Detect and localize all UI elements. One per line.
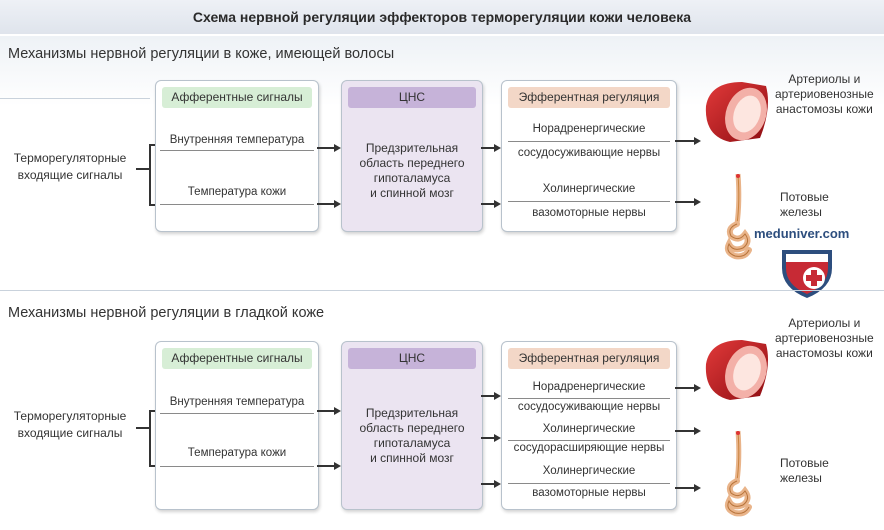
- arrow-head-icon: [334, 200, 341, 208]
- arrow-head-icon: [334, 462, 341, 470]
- arrow-line: [317, 465, 335, 467]
- shield-logo-icon: [782, 250, 832, 298]
- efferent-item-line2: вазомоторные нервы: [532, 487, 646, 499]
- efferent-divider: [508, 201, 670, 202]
- efferent-item-line1: Холинергические: [542, 423, 636, 435]
- bracket-top: [149, 144, 155, 146]
- efferent-item-line2: вазомоторные нервы: [532, 207, 646, 219]
- arrow-line: [675, 201, 695, 203]
- bracket-stub: [136, 168, 150, 170]
- arrow-line: [481, 147, 495, 149]
- efferent-divider: [508, 483, 670, 484]
- cns-box-2: ЦНС Предзрительная область переднего гип…: [341, 341, 483, 510]
- arrow-head-icon: [694, 484, 701, 492]
- signal-skin-temp-2: Температура кожи: [187, 447, 287, 459]
- arrow-head-icon: [494, 392, 501, 400]
- bracket-bottom: [149, 204, 155, 206]
- cns-box-1: ЦНС Предзрительная область переднего гип…: [341, 80, 483, 232]
- signal-underline: [160, 413, 314, 414]
- efferent-item-line1: Норадренергические: [532, 123, 646, 135]
- section2-title: Механизмы нервной регуляции в гладкой ко…: [8, 305, 325, 321]
- arrow-line: [317, 410, 335, 412]
- arrow-line: [675, 140, 695, 142]
- arrow-head-icon: [694, 427, 701, 435]
- arrow-line: [675, 430, 695, 432]
- arrow-head-icon: [694, 198, 701, 206]
- arrow-line: [317, 203, 335, 205]
- arrow-head-icon: [494, 144, 501, 152]
- arrow-head-icon: [494, 434, 501, 442]
- sweat-gland-icon: [724, 430, 752, 517]
- efferent-box-2: Эфферентная регуляция Норадренергические…: [501, 341, 677, 510]
- bracket-top: [149, 410, 155, 412]
- signal-underline: [160, 466, 314, 467]
- afferent-header-1: Афферентные сигналы: [162, 87, 312, 108]
- target-sweat-glands-2: Потовые железы: [780, 456, 829, 485]
- efferent-item-line2: сосудосуживающие нервы: [517, 147, 661, 159]
- arrow-line: [675, 387, 695, 389]
- afferent-header-2: Афферентные сигналы: [162, 348, 312, 369]
- arrow-head-icon: [334, 144, 341, 152]
- signal-internal-temp-1: Внутренняя температура: [169, 134, 305, 146]
- arrow-head-icon: [494, 480, 501, 488]
- efferent-item-line2: сосудосуживающие нервы: [517, 401, 661, 413]
- section2-input-label: Терморегуляторные входящие сигналы: [13, 409, 127, 440]
- arrow-head-icon: [494, 200, 501, 208]
- cns-text-2: Предзрительная область переднего гипотал…: [359, 406, 465, 465]
- bracket-stub: [136, 427, 150, 429]
- signal-skin-temp-1: Температура кожи: [187, 186, 287, 198]
- efferent-header-1: Эфферентная регуляция: [508, 87, 670, 108]
- cns-text-1: Предзрительная область переднего гипотал…: [359, 141, 465, 200]
- arrow-head-icon: [694, 384, 701, 392]
- section1-rule: [0, 98, 150, 99]
- arrow-line: [481, 203, 495, 205]
- cns-header-1: ЦНС: [348, 87, 476, 108]
- blood-vessel-icon: [705, 82, 768, 142]
- target-sweat-glands-1: Потовые железы: [780, 190, 829, 219]
- sweat-gland-icon: [724, 173, 752, 260]
- bracket-bottom: [149, 465, 155, 467]
- efferent-item-line2: сосудорасширяющие нервы: [513, 442, 665, 454]
- arrow-line: [317, 147, 335, 149]
- efferent-item-line1: Холинергические: [542, 183, 636, 195]
- blood-vessel-icon: [705, 340, 768, 400]
- efferent-item-line1: Норадренергические: [532, 381, 646, 393]
- target-vessels-1: Артериолы и артериовенозные анастомозы к…: [775, 72, 874, 116]
- efferent-item-line1: Холинергические: [542, 465, 636, 477]
- arrow-line: [481, 483, 495, 485]
- bracket-vertical: [149, 410, 151, 466]
- watermark-text: meduniver.com: [754, 226, 850, 241]
- section-divider: [0, 290, 884, 291]
- bracket-vertical: [149, 144, 151, 205]
- signal-internal-temp-2: Внутренняя температура: [169, 396, 305, 408]
- efferent-divider: [508, 141, 670, 142]
- signal-underline: [160, 150, 314, 151]
- arrow-line: [481, 395, 495, 397]
- signal-underline: [160, 204, 314, 205]
- arrow-line: [675, 487, 695, 489]
- efferent-header-2: Эфферентная регуляция: [508, 348, 670, 369]
- afferent-box-2: Афферентные сигналы Внутренняя температу…: [155, 341, 319, 510]
- efferent-divider: [508, 440, 670, 441]
- efferent-box-1: Эфферентная регуляция Норадренергические…: [501, 80, 677, 232]
- cns-header-2: ЦНС: [348, 348, 476, 369]
- target-vessels-2: Артериолы и артериовенозные анастомозы к…: [775, 316, 874, 360]
- afferent-box-1: Афферентные сигналы Внутренняя температу…: [155, 80, 319, 232]
- page-title: Схема нервной регуляции эффекторов термо…: [0, 0, 884, 34]
- arrow-line: [481, 437, 495, 439]
- arrow-head-icon: [334, 407, 341, 415]
- section1-title: Механизмы нервной регуляции в коже, имею…: [8, 46, 395, 62]
- section1-input-label: Терморегуляторные входящие сигналы: [13, 151, 127, 182]
- efferent-divider: [508, 398, 670, 399]
- arrow-head-icon: [694, 137, 701, 145]
